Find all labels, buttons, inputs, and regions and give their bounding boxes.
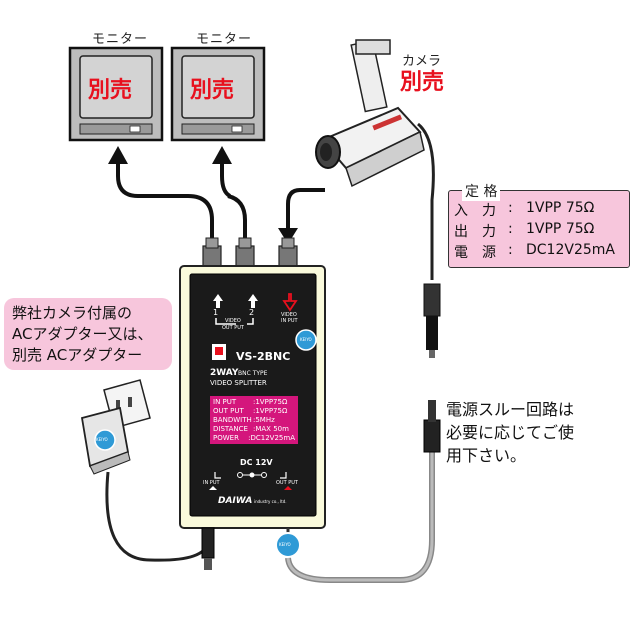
spec-key: 電 源 [454,245,496,261]
adapter-badge: KEIYO [96,437,108,442]
video-out-label-2: OUT PUT [222,325,244,331]
ac-adapter [80,379,151,475]
spec-panel-key: BANDWITH [213,416,252,424]
monitor-left-label: モニター [92,32,149,47]
spec-table: 入 力 : 1VPP 75Ω 出 力 : 1VPP 75Ω 電 源 : DC12… [454,200,626,263]
cable-from-camera [278,188,325,244]
video-in-label-2: IN PUT [281,318,298,324]
spec-value: DC12V25mA [526,242,615,258]
spec-panel-value: :MAX 50m [253,425,289,433]
left-note-line: ACアダプター又は、 [12,325,153,343]
plug-badge: KEIYO [279,542,291,547]
cable-to-monitor-left [108,146,214,252]
adapter-cable [105,471,215,570]
camera-label: カメラ [402,54,442,69]
title-main: 2WAY [210,368,239,378]
spec-panel-value: :DC12V25mA [248,434,295,442]
spec-panel-row: IN PUT :1VPP75Ω [213,398,295,407]
camera-sub-label: 別売 [400,70,445,95]
left-note-box [4,298,172,370]
video-out-label-1: VIDEO [225,318,241,324]
spec-panel-row: BANDWITH:5MHz [213,416,295,425]
device-out-arrows [209,293,298,490]
model-name: VS-2BNC [236,350,291,363]
spec-sep: : [508,200,513,216]
right-note-line: 用下さい。 [446,446,527,465]
spec-row: 電 源 : DC12V25mA [454,242,626,263]
spec-title: 定 格 [462,181,501,201]
spec-panel: IN PUT :1VPP75Ω OUT PUT :1VPP75Ω BANDWITH:… [210,396,298,444]
camera-power-cable [416,122,441,358]
cable-to-monitor-right [212,146,247,252]
bnc-connectors [202,237,298,269]
spec-row: 出 力 : 1VPP 75Ω [454,221,626,242]
camera-illustration [315,39,425,188]
spec-value: 1VPP 75Ω [526,221,595,237]
spec-key: 入 力 [454,203,496,219]
spec-row: 入 力 : 1VPP 75Ω [454,200,626,221]
spec-sep: : [508,242,513,258]
left-note: 弊社カメラ付属の ACアダプター又は、 別売 ACアダプター [12,303,152,366]
spec-panel-value: :5MHz [253,416,275,424]
maker-sub: industry co., ltd. [254,499,287,504]
dc-out-label: OUT PUT [276,480,298,486]
brand-badge: KEIYO [300,337,312,342]
spec-panel-value: :1VPP75Ω [253,398,288,406]
monitor-right-screen-text: 別売 [190,78,235,103]
spec-panel-row: OUT PUT :1VPP75Ω [213,407,295,416]
title-sub: BNC TYPE [238,370,268,377]
monitor-left [68,46,164,142]
dc-in-label: IN PUT [203,480,220,486]
spec-panel-key: IN PUT [213,398,237,406]
right-note-line: 電源スルー回路は [446,400,575,419]
right-note: 電源スルー回路は 必要に応じてご使 用下さい。 [446,398,574,467]
spec-panel-key: POWER [213,434,239,442]
spec-panel-row: POWER :DC12V25mA [213,434,295,443]
monitor-right [170,46,266,142]
spec-panel-key: OUT PUT [213,407,244,415]
spec-key: 出 力 [454,224,496,240]
left-note-line: 弊社カメラ付属の [12,304,133,322]
left-note-line: 別売 ACアダプター [12,346,143,364]
power-through-cable [275,400,441,583]
spec-sep: : [508,221,513,237]
dc-polarity-icon [237,472,267,478]
spec-panel-row: DISTANCE :MAX 50m [213,425,295,434]
spec-panel-key: DISTANCE [213,425,248,433]
right-note-line: 必要に応じてご使 [446,423,575,442]
title-line2: VIDEO SPLITTER [210,379,267,387]
maker-name: DAIWA [218,496,253,506]
brand-logo-icon [212,344,226,360]
dc-label: DC 12V [240,458,273,467]
out-port-1-label: 1 [213,308,219,317]
out-port-2-label: 2 [249,308,255,317]
spec-panel-value: :1VPP75Ω [253,407,288,415]
monitor-left-screen-text: 別売 [88,78,133,103]
video-in-label-1: VIDEO [281,312,297,318]
monitor-right-label: モニター [196,32,253,47]
spec-value: 1VPP 75Ω [526,200,595,216]
spec-box [448,190,630,268]
